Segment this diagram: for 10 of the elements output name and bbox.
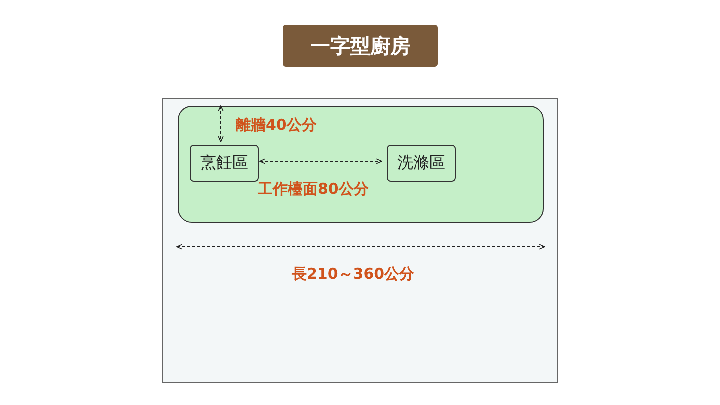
counter-top bbox=[178, 106, 544, 223]
washing-zone-box: 洗滌區 bbox=[387, 145, 456, 182]
cooking-zone-box: 烹飪區 bbox=[190, 145, 259, 182]
dimension-label: 工作檯面80公分 bbox=[258, 180, 369, 199]
arrow bbox=[218, 106, 224, 142]
title-banner: 一字型廚房 bbox=[283, 25, 438, 67]
edge-label: 離牆40公分 bbox=[236, 116, 317, 135]
room-outline bbox=[162, 98, 558, 383]
arrow bbox=[260, 158, 382, 164]
dimension-label: 長210～360公分 bbox=[292, 265, 415, 284]
